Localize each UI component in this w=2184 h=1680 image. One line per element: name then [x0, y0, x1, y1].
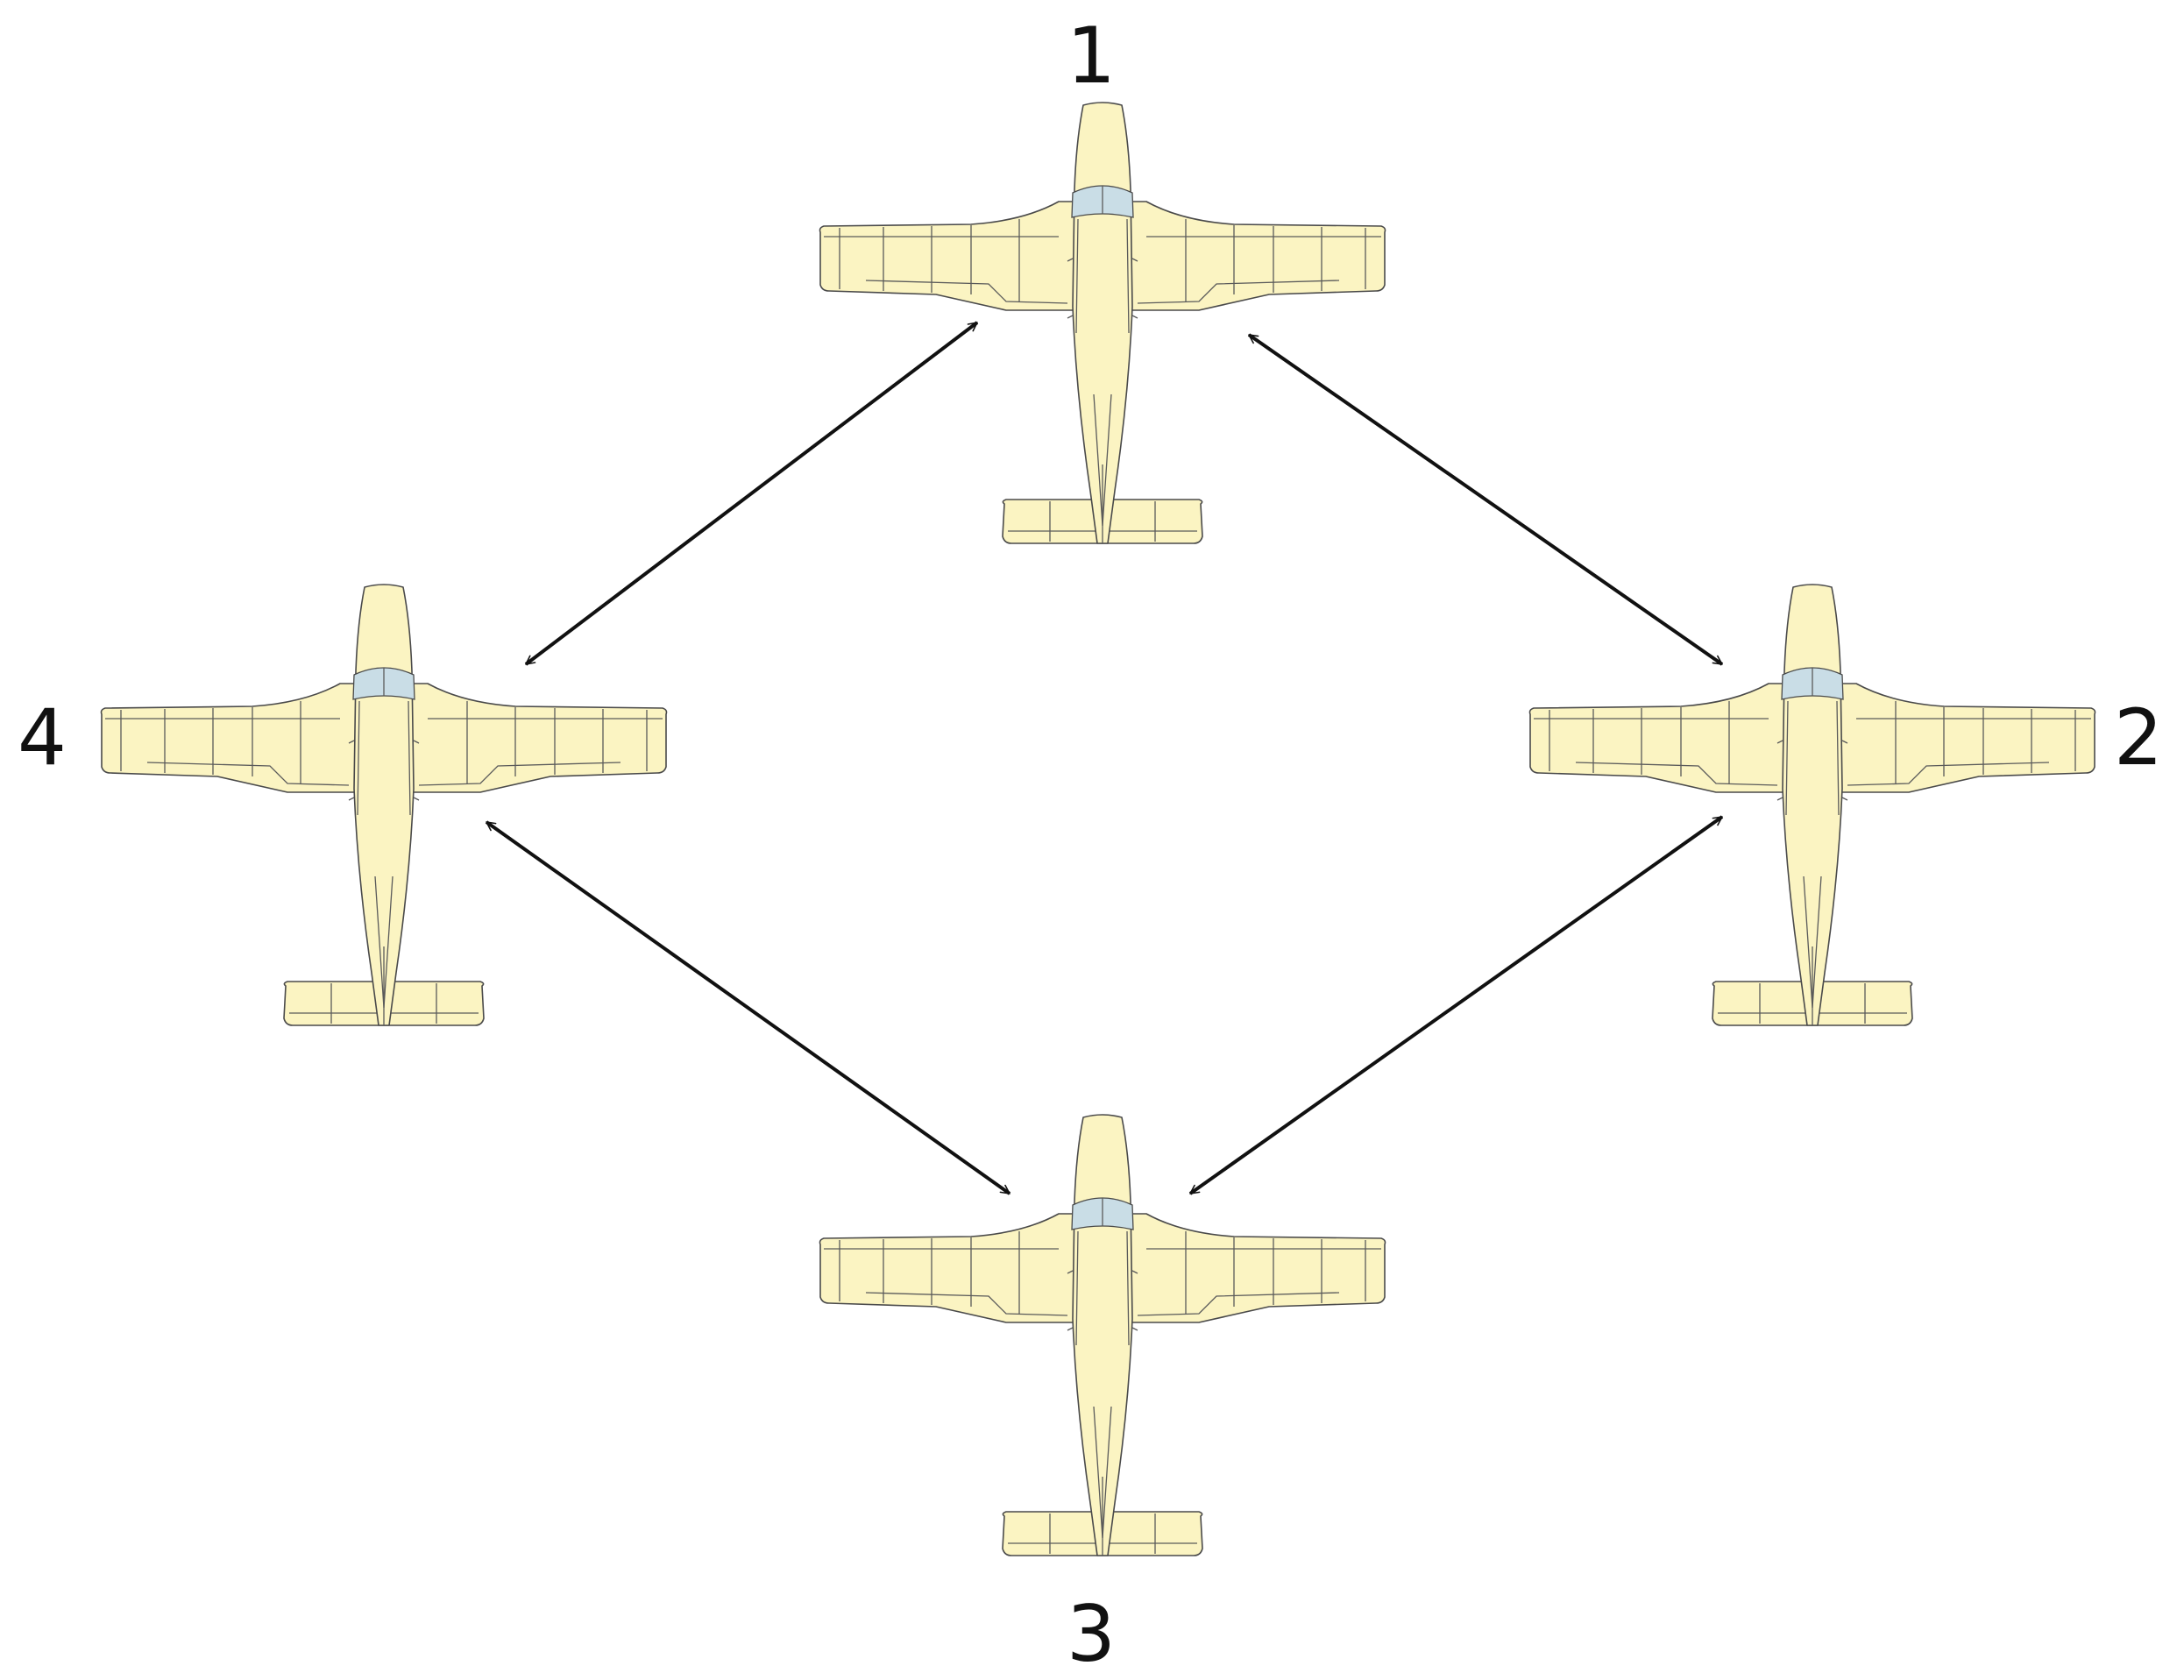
link-1-2-arrow: [1247, 333, 1724, 666]
node-label-3: 3: [1067, 1589, 1116, 1679]
node-label-1: 1: [1067, 11, 1116, 101]
link-2-3-arrow: [1188, 815, 1724, 1195]
aircraft-node-1: [819, 102, 1386, 544]
node-label-2: 2: [2114, 692, 2163, 783]
link-1-4-arrow: [524, 321, 979, 666]
airplane-top-view-icon: [819, 1114, 1386, 1556]
node-label-4: 4: [18, 692, 67, 783]
airplane-top-view-icon: [1528, 584, 2096, 1026]
aircraft-node-3: [819, 1114, 1386, 1556]
links-group: [485, 321, 1724, 1195]
airplane-top-view-icon: [100, 584, 668, 1026]
link-4-3-arrow: [485, 820, 1011, 1195]
aircraft-node-2: [1528, 584, 2096, 1026]
aircraft-node-4: [100, 584, 668, 1026]
airplane-top-view-icon: [819, 102, 1386, 544]
